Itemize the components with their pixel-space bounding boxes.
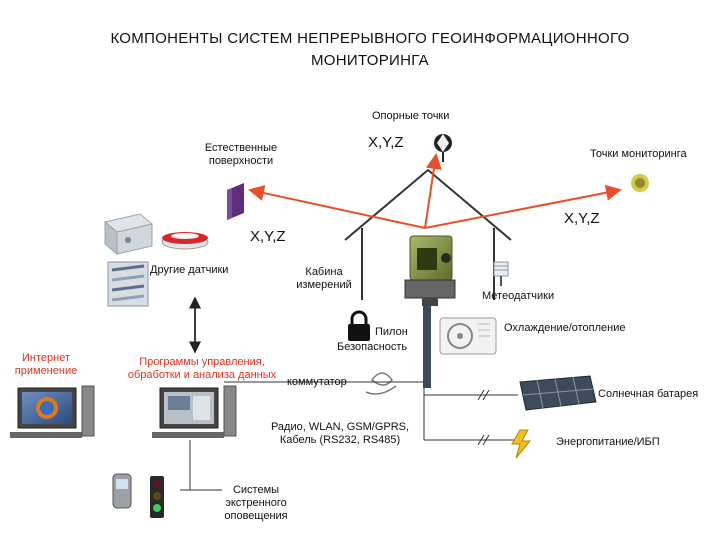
label-internet-line2: применение: [14, 365, 78, 377]
xyz-label-top: X,Y,Z: [368, 134, 404, 151]
label-control-programs-line1: Программы управления,: [139, 356, 265, 368]
sensor-box-icon: [103, 213, 154, 256]
label-security: Безопасность: [337, 341, 408, 353]
diagram-title: КОМПОНЕНТЫ СИСТЕМ НЕПРЕРЫВНОГО ГЕОИНФОРМ…: [40, 28, 700, 72]
label-internet-application: Интернет применение: [8, 352, 84, 378]
label-monitoring-points: Точки мониторинга: [590, 148, 687, 160]
traffic-light-icon: [150, 476, 164, 518]
label-cabin-line2: измерений: [296, 279, 352, 291]
monitoring-point-prism-icon: [631, 174, 649, 192]
label-power-supply: Энергопитание/ИБП: [556, 436, 660, 448]
label-communications-line2: Кабель (RS232, RS485): [279, 434, 401, 446]
label-control-programs-line2: обработки и анализа данных: [127, 369, 277, 381]
network-switch-icon: [365, 372, 397, 395]
label-natural-surfaces-line1: Естественные: [204, 142, 278, 154]
label-emergency-systems: Системы экстренного оповещения: [214, 484, 298, 523]
label-reference-points: Опорные точки: [372, 110, 450, 122]
mobile-phone-icon: [112, 473, 132, 509]
xyz-label-right: X,Y,Z: [564, 210, 600, 227]
label-internet-line1: Интернет: [22, 352, 70, 364]
label-cooling-heating: Охлаждение/отопление: [504, 322, 626, 334]
label-cabin: Кабина измерений: [286, 266, 362, 292]
air-conditioner-icon: [439, 317, 497, 355]
label-communications-line1: Радио, WLAN, GSM/GPRS,: [270, 421, 410, 433]
label-natural-surfaces-line2: поверхности: [208, 155, 274, 167]
label-communications: Радио, WLAN, GSM/GPRS, Кабель (RS232, RS…: [262, 421, 418, 447]
control-computer-icon: [152, 385, 237, 438]
total-station-icon: [404, 235, 456, 306]
solar-panel-icon: [519, 375, 597, 411]
connection-lines: [180, 381, 518, 491]
label-solar-panel: Солнечная батарея: [598, 388, 699, 400]
label-pylon: Пилон: [375, 326, 408, 338]
meteo-sensor-icon: [493, 261, 509, 286]
title-line-2: МОНИТОРИНГА: [311, 52, 429, 69]
label-meteo-sensors: Метеодатчики: [482, 290, 555, 302]
other-sensors-image: [107, 261, 149, 307]
label-natural-surfaces: Естественные поверхности: [196, 142, 286, 168]
label-control-programs: Программы управления, обработки и анализ…: [116, 356, 288, 382]
label-emergency-line2: экстренного: [225, 497, 287, 509]
label-emergency-line1: Системы: [232, 484, 280, 496]
internet-computer-icon: [10, 385, 95, 438]
xyz-label-left: X,Y,Z: [250, 228, 286, 245]
lightning-icon: [511, 429, 532, 459]
label-emergency-line3: оповещения: [224, 510, 288, 522]
title-line-1: КОМПОНЕНТЫ СИСТЕМ НЕПРЕРЫВНОГО ГЕОИНФОРМ…: [110, 30, 630, 47]
label-other-sensors: Другие датчики: [150, 264, 229, 276]
label-switch: коммутатор: [287, 376, 347, 388]
reference-target-icon: [434, 134, 452, 162]
gnss-antenna-icon: [161, 232, 209, 250]
label-cabin-line1: Кабина: [305, 266, 343, 278]
natural-surface-prism-icon: [227, 183, 244, 220]
xyz-arrows: [248, 153, 622, 229]
pylon: [423, 306, 431, 388]
lock-icon: [348, 310, 370, 341]
